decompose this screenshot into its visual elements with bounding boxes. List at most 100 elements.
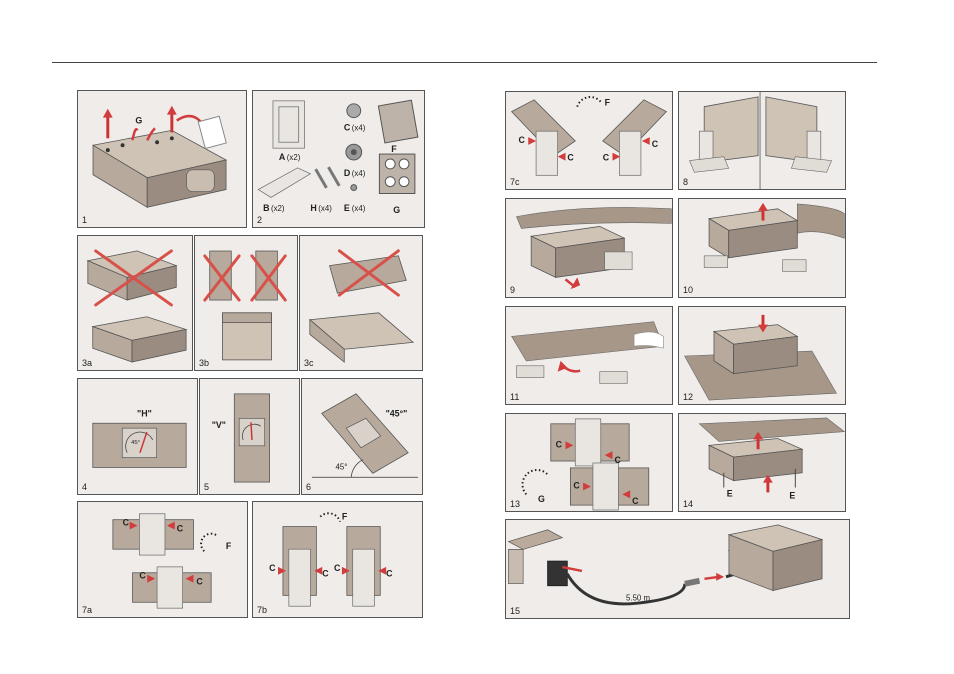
panel-2: A (x2) B (x2) C (x4) D (x4) E (x4) F G H… (252, 90, 425, 228)
panel-7c: C C C C F 7c (505, 91, 673, 190)
step-number: 7b (257, 605, 267, 615)
step-number: 3b (199, 358, 209, 368)
step-number: 4 (82, 482, 87, 492)
v-mark-label: "V" (212, 420, 226, 430)
angle-label: 45° (131, 440, 140, 446)
screw-c-label: C (386, 569, 393, 579)
step-number: 8 (683, 177, 688, 187)
wrong-orientation-illustration (78, 236, 192, 370)
template-f-label: F (605, 98, 611, 108)
changer-top-screws-illustration: G (78, 91, 246, 227)
panel-14: E E 14 (678, 413, 846, 512)
part-g-label: G (135, 116, 142, 126)
template-f-label: F (342, 512, 348, 522)
screw-c-label: C (196, 577, 203, 587)
screw-c-label: C (603, 153, 610, 163)
cable-connection-illustration: 5.50 m (506, 520, 849, 618)
angled-dial-illustration: "45°" 45° (302, 379, 422, 494)
header-rule (52, 62, 877, 63)
screw-c-label: C (518, 135, 525, 145)
horizontal-bracket-mounting-illustration: C C C C F (78, 502, 247, 617)
part-d-label: D (344, 168, 351, 178)
install-under-mat-illustration (506, 199, 672, 297)
screw-e-label: E (789, 490, 795, 500)
angled-bracket-mounting-illustration: C C C C F (506, 92, 672, 189)
screw-c-label: C (269, 563, 276, 573)
screw-c-label: C (567, 153, 574, 163)
part-h-label: H (310, 203, 316, 213)
screw-c-label: C (123, 518, 130, 528)
part-h-qty: (x4) (318, 204, 332, 213)
tilted-orientation-illustration (300, 236, 422, 370)
panel-3a: 3a (77, 235, 193, 371)
part-d-qty: (x4) (352, 169, 366, 178)
screw-e-label: E (727, 488, 733, 498)
panel-3b: 3b (194, 235, 298, 371)
screw-c-label: C (652, 139, 659, 149)
fold-mat-illustration (506, 307, 672, 404)
screw-c-label: C (556, 439, 563, 449)
step-number: 10 (683, 285, 693, 295)
panel-4: "H" 45° 4 (77, 378, 198, 495)
step-number: 12 (683, 392, 693, 402)
panel-7a: C C C C F 7a (77, 501, 248, 618)
template-f-label: F (226, 541, 232, 551)
vertical-orientation-illustration (195, 236, 297, 370)
panel-9: 9 (505, 198, 673, 298)
step-number: 7a (82, 605, 92, 615)
step-number: 5 (204, 482, 209, 492)
lift-to-mat-illustration (679, 199, 845, 297)
step-number: 3a (82, 358, 92, 368)
part-b-qty: (x2) (271, 204, 285, 213)
step-number: 14 (683, 499, 693, 509)
cable-length-label: 5.50 m (626, 593, 650, 602)
panel-11: 11 (505, 306, 673, 405)
step-number: 3c (304, 358, 314, 368)
panel-13: C C C C G 13 (505, 413, 673, 512)
step-number: 13 (510, 499, 520, 509)
part-e-qty: (x4) (352, 204, 366, 213)
step-number: 15 (510, 606, 520, 616)
screw-c-label: C (334, 563, 341, 573)
step-number: 7c (510, 177, 520, 187)
step-number: 6 (306, 482, 311, 492)
screw-c-label: C (573, 480, 580, 490)
step-number: 2 (257, 215, 262, 225)
part-c-label: C (344, 122, 351, 132)
panel-10: 10 (678, 198, 846, 298)
template-g-label: G (538, 494, 545, 504)
bracket-screws-illustration (679, 92, 845, 189)
parts-inventory-illustration: A (x2) B (x2) C (x4) D (x4) E (x4) F G H… (253, 91, 424, 227)
panel-15: 5.50 m 15 (505, 519, 850, 619)
45-mark-label: "45°" (386, 408, 408, 418)
part-a-label: A (279, 152, 286, 162)
part-b-label: B (263, 203, 269, 213)
mount-on-mat-illustration (679, 307, 845, 404)
panel-12: 12 (678, 306, 846, 405)
underside-mount-illustration: E E (679, 414, 845, 511)
horizontal-dial-illustration: "H" 45° (78, 379, 197, 494)
mounting-screws-illustration: C C C C G (506, 414, 672, 511)
screw-c-label: C (177, 523, 184, 533)
screw-c-label: C (322, 569, 329, 579)
vertical-bracket-mounting-illustration: C C C C F (253, 502, 422, 617)
screw-c-label: C (632, 496, 639, 506)
screw-c-label: C (614, 455, 621, 465)
step-number: 1 (82, 215, 87, 225)
h-mark-label: "H" (137, 408, 152, 418)
panel-7b: C C C C F 7b (252, 501, 423, 618)
part-a-qty: (x2) (287, 153, 301, 162)
angle-label: 45° (335, 462, 347, 471)
step-number: 11 (510, 392, 519, 402)
step-number: 9 (510, 285, 515, 295)
panel-5: "V" 5 (199, 378, 300, 495)
part-e-label: E (344, 203, 350, 213)
vertical-dial-illustration: "V" (200, 379, 299, 494)
part-c-qty: (x4) (352, 123, 366, 132)
panel-6: "45°" 45° 6 (301, 378, 423, 495)
panel-8: 8 (678, 91, 846, 190)
panel-1: G 1 (77, 90, 247, 228)
screw-c-label: C (139, 571, 146, 581)
part-f-label: F (391, 144, 397, 154)
panel-3c: 3c (299, 235, 423, 371)
